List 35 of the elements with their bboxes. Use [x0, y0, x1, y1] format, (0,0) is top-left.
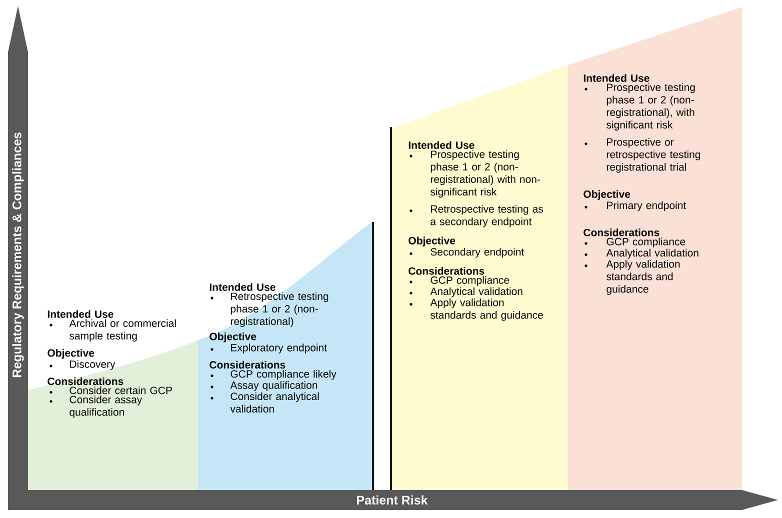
axis-title: Regulatory Requirements & Compliances: [12, 132, 24, 378]
section-heading: Objective: [210, 332, 256, 342]
section-heading: Considerations: [584, 228, 660, 236]
bullet-text: Prospective or retrospective testing registrational trial: [606, 138, 700, 173]
bullet-text: Assay qualification: [230, 381, 318, 391]
section-heading: Intended Use: [48, 310, 114, 318]
bullet-text: Apply validation standards and guidance: [430, 298, 543, 321]
bullet-text: Retrospective testing phase 1 or 2 (non-registrational): [230, 292, 328, 328]
section-heading: Considerations: [210, 360, 286, 369]
axis-title: Patient Risk: [357, 495, 428, 505]
bullet-text: GCP compliance: [606, 238, 686, 248]
bullet-text: Consider certain GCP: [70, 386, 172, 394]
bullet-text: GCP compliance: [430, 276, 510, 286]
section-heading: Objective: [584, 190, 630, 200]
section-heading: Objective: [408, 236, 456, 246]
bullet-text: Prospective testing phase 1 or 2 (non-registrational), with significant risk: [606, 83, 695, 131]
bullet-text: Retrospective testing as a secondary endpoint: [430, 205, 544, 228]
bullet-text: Discovery: [70, 360, 116, 370]
bullet-text: Consider analytical validation: [230, 392, 319, 413]
bullet-text: Secondary endpoint: [430, 248, 524, 258]
bullet-text: Consider assay qualification: [70, 396, 142, 418]
bullet-text: Analytical validation: [606, 248, 698, 259]
section-heading: Considerations: [48, 377, 124, 386]
bullet-text: Exploratory endpoint: [231, 344, 327, 354]
section-heading: Objective: [48, 348, 94, 359]
section-heading: Intended Use: [210, 283, 276, 291]
bullet-text: Archival or commercial sample testing: [69, 319, 176, 342]
bullet-text: Analytical validation: [430, 287, 522, 298]
bullet-text: Primary endpoint: [607, 201, 686, 212]
section-heading: Intended Use: [408, 141, 474, 149]
bullet-text: Prospective testing phase 1 or 2 (non-registrational) with non-significant risk: [430, 150, 540, 198]
section-heading: Intended Use: [584, 74, 650, 82]
bullet-text: Apply validation standards and guidance: [606, 260, 680, 295]
bullet-text: GCP compliance likely: [230, 370, 336, 380]
section-heading: Considerations: [408, 267, 484, 275]
